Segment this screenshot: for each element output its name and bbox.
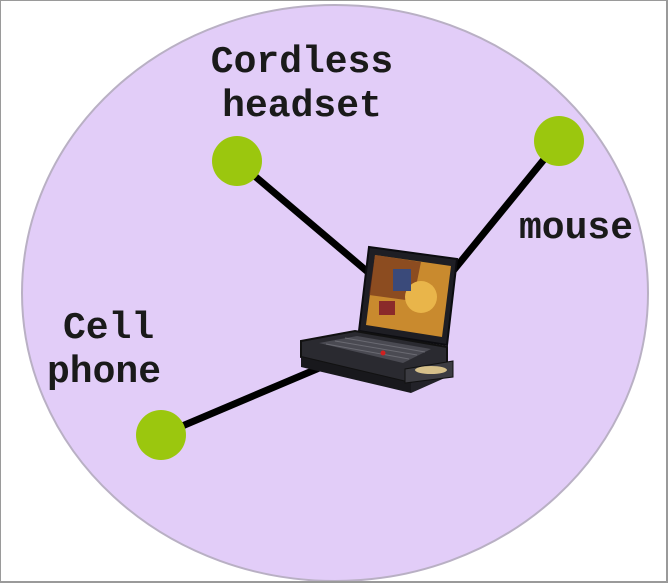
headset-label-line1: Cordless	[210, 41, 394, 84]
link-mouse	[450, 138, 562, 274]
mouse-node	[534, 116, 584, 166]
headset-label: Cordless headset	[187, 41, 417, 129]
headset-node	[212, 136, 262, 186]
laptop-icon	[300, 245, 459, 393]
mouse-label: mouse	[519, 207, 633, 251]
link-headset	[234, 158, 372, 276]
link-phone	[159, 359, 333, 439]
phone-node	[136, 410, 186, 460]
phone-label-line1: Cell	[63, 307, 155, 350]
headset-label-line2: headset	[222, 85, 382, 128]
phone-label: Cell phone	[47, 307, 161, 395]
mouse-label-text: mouse	[519, 207, 634, 250]
phone-label-line2: phone	[47, 351, 162, 394]
